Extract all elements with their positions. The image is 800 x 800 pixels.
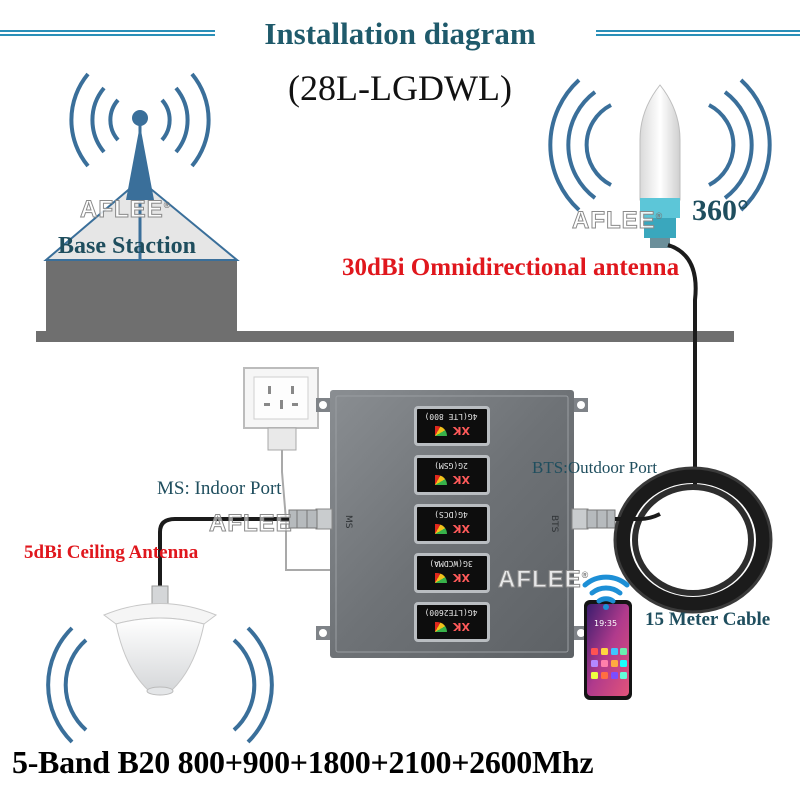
brand-watermark: AFLEE® [80,196,171,224]
band-display-reading: XK [453,620,470,633]
band-display-lte800: 4G(LTE 800) XK [414,406,490,446]
frequency-bands-label: 5-Band B20 800+900+1800+2100+2600Mhz [12,746,593,778]
brand-watermark: AFLEE® [498,566,589,594]
port-ms-label: MS [343,515,353,529]
outdoor-port-label: BTS:Outdoor Port [532,459,657,476]
signal-strength-icon [435,524,447,534]
roof-line [36,331,734,342]
band-display-reading: XK [453,571,470,584]
base-station-label: Base Staction [58,234,196,258]
indoor-port-label: MS: Indoor Port [157,479,282,498]
port-bts-label: BTS [549,515,559,533]
signal-strength-icon [435,573,447,583]
signal-strength-icon [435,475,447,485]
ceiling-antenna [48,586,272,742]
coverage-label: 360° [692,196,749,226]
band-display-label: 4G(DCS) [419,509,483,519]
band-display-reading: XK [453,473,470,486]
band-display-reading: XK [453,424,470,437]
brand-watermark: AFLEE® [572,207,663,235]
band-display-reading: XK [453,522,470,535]
band-display-label: 4G(LTE2600) [419,607,483,617]
signal-strength-icon [435,426,447,436]
smartphone: 19:35 [584,600,632,700]
brand-watermark: AFLEE [209,510,293,538]
omnidirectional-antenna [550,80,769,490]
model-number: (28L-LGDWL) [0,70,800,106]
ceiling-antenna-label: 5dBi Ceiling Antenna [24,543,198,562]
band-display-lte2600: 4G(LTE2600) XK [414,602,490,642]
band-display-label: 4G(LTE 800) [419,411,483,421]
band-display-wcdma: 3G(WCDMA) XK [414,553,490,593]
signal-strength-icon [435,622,447,632]
cable-length-label: 15 Meter Cable [645,610,770,629]
outdoor-antenna-label: 30dBi Omnidirectional antenna [342,255,679,280]
band-display-dcs: 4G(DCS) XK [414,504,490,544]
cable-coil [615,468,771,612]
band-display-label: 2G(GSM) [419,460,483,470]
phone-time: 19:35 [594,619,617,628]
band-display-label: 3G(WCDMA) [419,558,483,568]
band-display-gsm: 2G(GSM) XK [414,455,490,495]
diagram-title: Installation diagram [0,18,800,49]
